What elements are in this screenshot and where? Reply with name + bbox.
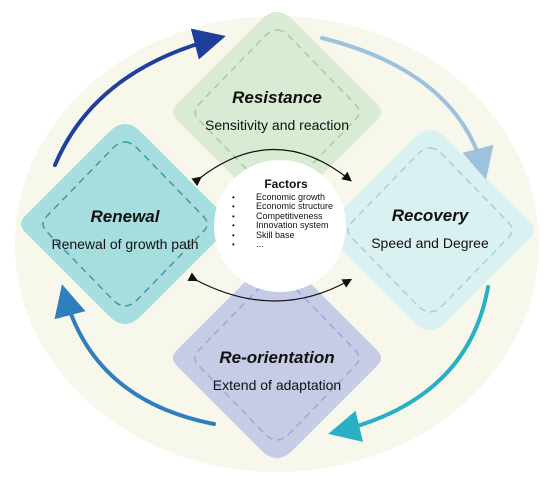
cycle-arrow-recovery-to-reorientation <box>328 285 490 442</box>
cycle-arrow-resistance-to-recovery <box>320 36 494 180</box>
stage-renewal-subtitle: Renewal of growth path <box>51 236 199 252</box>
factor-item: Skill base <box>228 230 338 241</box>
stage-resistance-subtitle: Sensitivity and reaction <box>205 117 349 133</box>
stage-recovery-shape <box>326 130 534 330</box>
stage-renewal-shape <box>21 124 229 324</box>
factors-title: Factors <box>264 177 308 191</box>
cycle-arrow-renewal-to-resistance <box>53 28 226 167</box>
inner-arrow-bottom <box>187 272 353 302</box>
inner-arrow-top <box>191 148 352 187</box>
factor-item: Economic growth <box>228 192 338 203</box>
stage-renewal-title: Renewal <box>90 207 160 226</box>
factors-list: Economic growth Economic structure Compe… <box>228 192 338 250</box>
factor-item: ... <box>228 239 338 250</box>
factors-panel: Factors Economic growth Economic structu… <box>228 177 338 250</box>
stage-recovery: Recovery Speed and Degree <box>338 206 522 251</box>
stage-reorientation-title: Re-orientation <box>219 348 335 367</box>
factor-item: Innovation system <box>228 220 338 231</box>
stage-reorientation-shape <box>173 258 381 458</box>
stage-resistance: Resistance Sensitivity and reaction <box>177 88 377 133</box>
stage-resistance-title: Resistance <box>232 88 322 107</box>
factor-item: Economic structure <box>228 201 338 212</box>
stage-recovery-title: Recovery <box>391 206 469 225</box>
stage-renewal: Renewal Renewal of growth path <box>25 207 225 252</box>
factor-item: Competitiveness <box>228 211 338 222</box>
stage-recovery-subtitle: Speed and Degree <box>371 235 489 251</box>
stage-reorientation: Re-orientation Extend of adaptation <box>167 348 387 393</box>
cycle-arrow-reorientation-to-renewal <box>54 284 216 426</box>
stage-reorientation-subtitle: Extend of adaptation <box>212 377 342 393</box>
